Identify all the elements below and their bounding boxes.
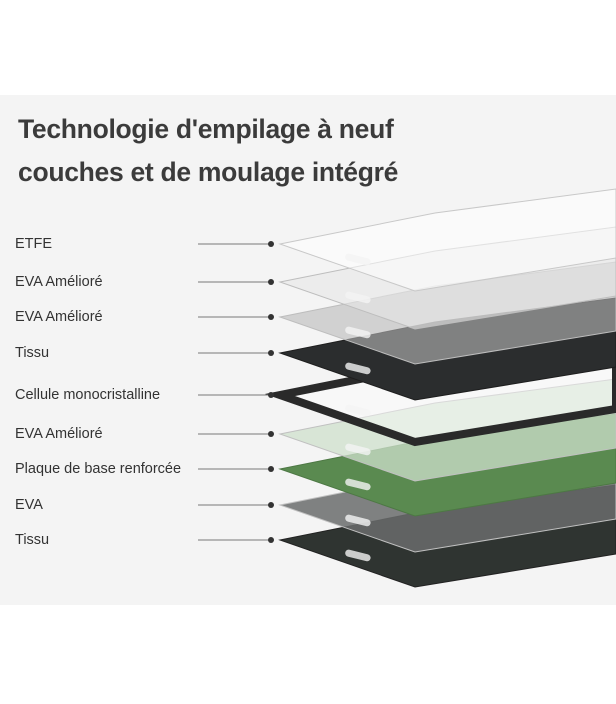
handle-slot bbox=[345, 253, 371, 266]
layer-label: Cellule monocristalline bbox=[15, 387, 161, 403]
handle-slot bbox=[345, 291, 371, 304]
leader-dot bbox=[268, 350, 274, 356]
leader-dot bbox=[268, 314, 274, 320]
layer-5 bbox=[278, 378, 616, 482]
layer-label: Plaque de base renforcée bbox=[15, 461, 182, 477]
handle-slot bbox=[345, 549, 371, 562]
leader-dot bbox=[268, 537, 274, 543]
handle-slot bbox=[345, 326, 371, 339]
handle-slot bbox=[345, 362, 371, 375]
layer-label: Tissu bbox=[15, 345, 50, 361]
handle-slot bbox=[345, 443, 371, 456]
handle-slot bbox=[345, 514, 371, 527]
handle-slot bbox=[345, 478, 371, 491]
layer-label: EVA bbox=[15, 497, 43, 513]
layer-sheet bbox=[278, 188, 616, 292]
layer-sheet bbox=[278, 378, 616, 482]
handle-slot bbox=[345, 404, 371, 417]
leader-dot bbox=[268, 392, 274, 398]
page-title: Technologie d'empilage à neuf couches et… bbox=[18, 108, 398, 194]
layer-label: EVA Amélioré bbox=[15, 274, 103, 290]
layer-0 bbox=[278, 188, 616, 292]
layer-label: ETFE bbox=[15, 236, 53, 252]
layer-label: Tissu bbox=[15, 532, 50, 548]
leader-dot bbox=[268, 502, 274, 508]
title-line-2: couches et de moulage intégré bbox=[18, 157, 399, 187]
layer-label: EVA Amélioré bbox=[15, 426, 103, 442]
leader-dot bbox=[268, 241, 274, 247]
title-line-1: Technologie d'empilage à neuf bbox=[18, 114, 394, 144]
leader-dot bbox=[268, 431, 274, 437]
leader-dot bbox=[268, 466, 274, 472]
leader-dot bbox=[268, 279, 274, 285]
layer-label: EVA Amélioré bbox=[15, 309, 103, 325]
